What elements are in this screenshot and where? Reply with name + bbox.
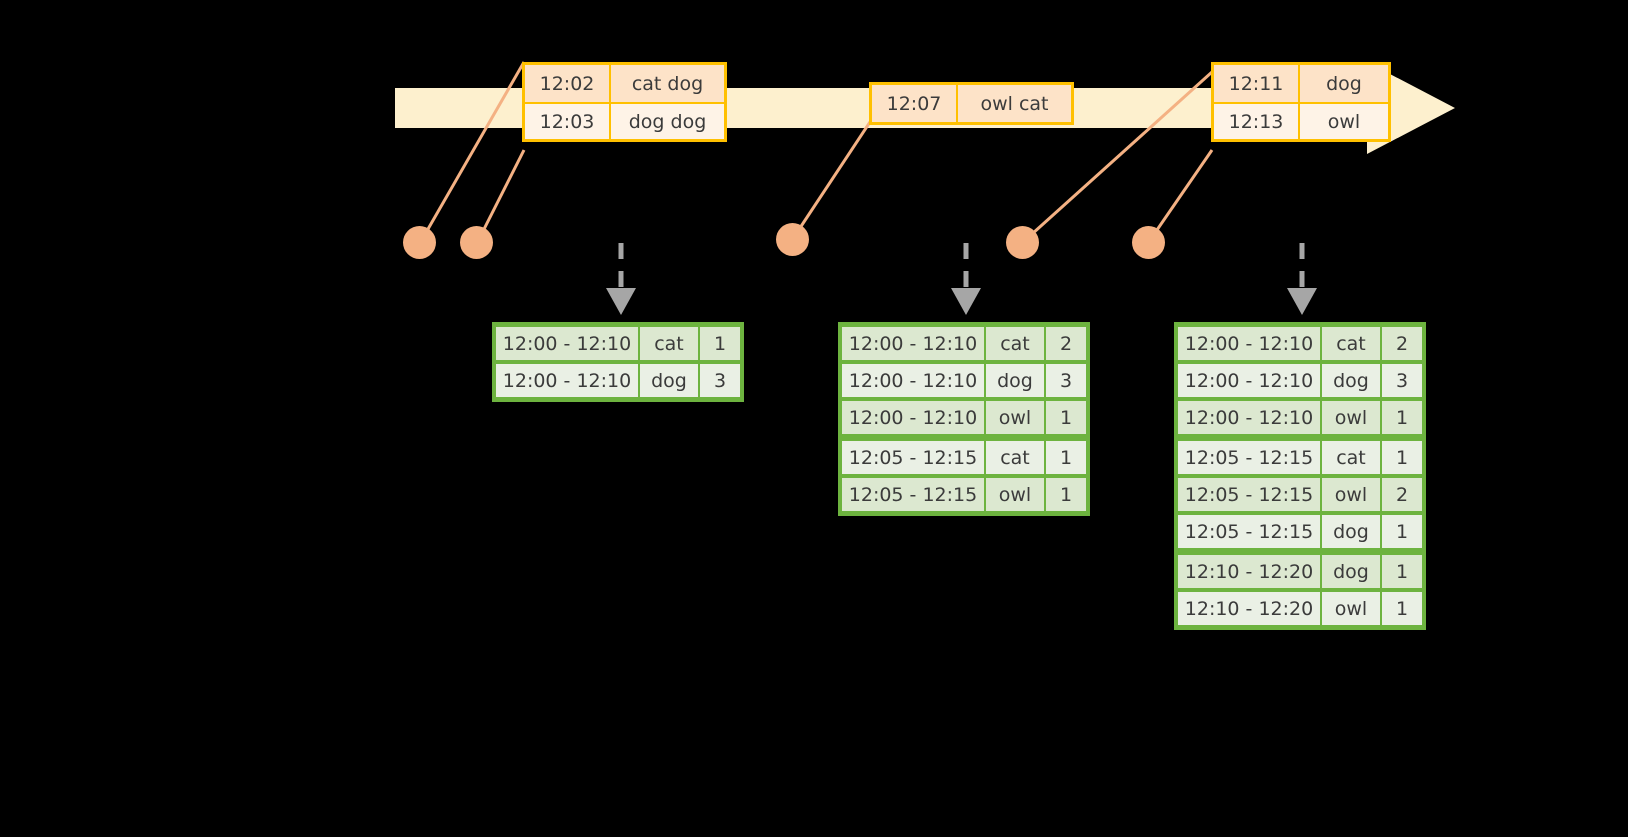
event-time: 12:13 (1214, 104, 1300, 139)
event-time: 12:11 (1214, 65, 1300, 102)
count-cell: 3 (1046, 364, 1086, 397)
count-cell: 1 (1382, 401, 1422, 434)
key-cell: cat (986, 441, 1044, 474)
event-time: 12:03 (525, 104, 611, 139)
count-cell: 3 (1382, 364, 1422, 397)
result-arrow-heads (606, 288, 1317, 315)
event-value: owl (1300, 104, 1388, 139)
key-cell: owl (986, 401, 1044, 434)
count-cell: 1 (1382, 441, 1422, 474)
event-dot-4 (1006, 226, 1039, 259)
event-value: owl cat (958, 85, 1071, 122)
window-cell: 12:05 - 12:15 (842, 478, 984, 511)
event-dot-1 (403, 226, 436, 259)
table-group-separator (1177, 436, 1423, 439)
key-cell: owl (986, 478, 1044, 511)
table-group-separator (841, 436, 1087, 439)
count-cell: 2 (1046, 327, 1086, 360)
count-cell: 1 (1046, 478, 1086, 511)
result-arrow-lines (618, 243, 1305, 292)
count-cell: 1 (1382, 555, 1422, 588)
event-dot-5 (1132, 226, 1165, 259)
key-cell: cat (640, 327, 698, 360)
key-cell: dog (1322, 515, 1380, 548)
window-cell: 12:05 - 12:15 (1178, 478, 1320, 511)
count-cell: 1 (1382, 515, 1422, 548)
event-value: dog (1300, 65, 1388, 102)
event-value: cat dog (611, 65, 724, 102)
event-time: 12:02 (525, 65, 611, 102)
window-cell: 12:00 - 12:10 (1178, 401, 1320, 434)
event-row: 12:11 dog (1214, 65, 1388, 102)
window-cell: 12:00 - 12:10 (1178, 364, 1320, 397)
window-cell: 12:10 - 12:20 (1178, 555, 1320, 588)
key-cell: dog (640, 364, 698, 397)
event-dot-3 (776, 223, 809, 256)
window-cell: 12:00 - 12:10 (842, 401, 984, 434)
count-cell: 1 (1046, 441, 1086, 474)
key-cell: dog (1322, 364, 1380, 397)
key-cell: owl (1322, 478, 1380, 511)
window-cell: 12:10 - 12:20 (1178, 592, 1320, 625)
window-cell: 12:00 - 12:10 (496, 327, 638, 360)
event-value: dog dog (611, 104, 724, 139)
event-group-2: 12:07 owl cat (869, 82, 1074, 125)
key-cell: owl (1322, 592, 1380, 625)
key-cell: dog (986, 364, 1044, 397)
window-cell: 12:05 - 12:15 (1178, 515, 1320, 548)
event-row: 12:07 owl cat (872, 85, 1071, 122)
event-group-1: 12:02 cat dog 12:03 dog dog (522, 62, 727, 142)
window-cell: 12:00 - 12:10 (1178, 327, 1320, 360)
count-cell: 1 (700, 327, 740, 360)
table-group-separator (1177, 550, 1423, 553)
event-group-3: 12:11 dog 12:13 owl (1211, 62, 1391, 142)
event-row: 12:02 cat dog (525, 65, 724, 102)
event-row: 12:13 owl (1214, 102, 1388, 139)
count-cell: 2 (1382, 478, 1422, 511)
window-cell: 12:00 - 12:10 (842, 327, 984, 360)
key-cell: cat (986, 327, 1044, 360)
key-cell: owl (1322, 401, 1380, 434)
count-cell: 3 (700, 364, 740, 397)
key-cell: cat (1322, 327, 1380, 360)
window-cell: 12:00 - 12:10 (496, 364, 638, 397)
event-time: 12:07 (872, 85, 958, 122)
window-cell: 12:05 - 12:15 (842, 441, 984, 474)
key-cell: dog (1322, 555, 1380, 588)
event-dot-2 (460, 226, 493, 259)
count-cell: 1 (1382, 592, 1422, 625)
count-cell: 2 (1382, 327, 1422, 360)
window-cell: 12:05 - 12:15 (1178, 441, 1320, 474)
window-cell: 12:00 - 12:10 (842, 364, 984, 397)
count-cell: 1 (1046, 401, 1086, 434)
key-cell: cat (1322, 441, 1380, 474)
event-row: 12:03 dog dog (525, 102, 724, 139)
